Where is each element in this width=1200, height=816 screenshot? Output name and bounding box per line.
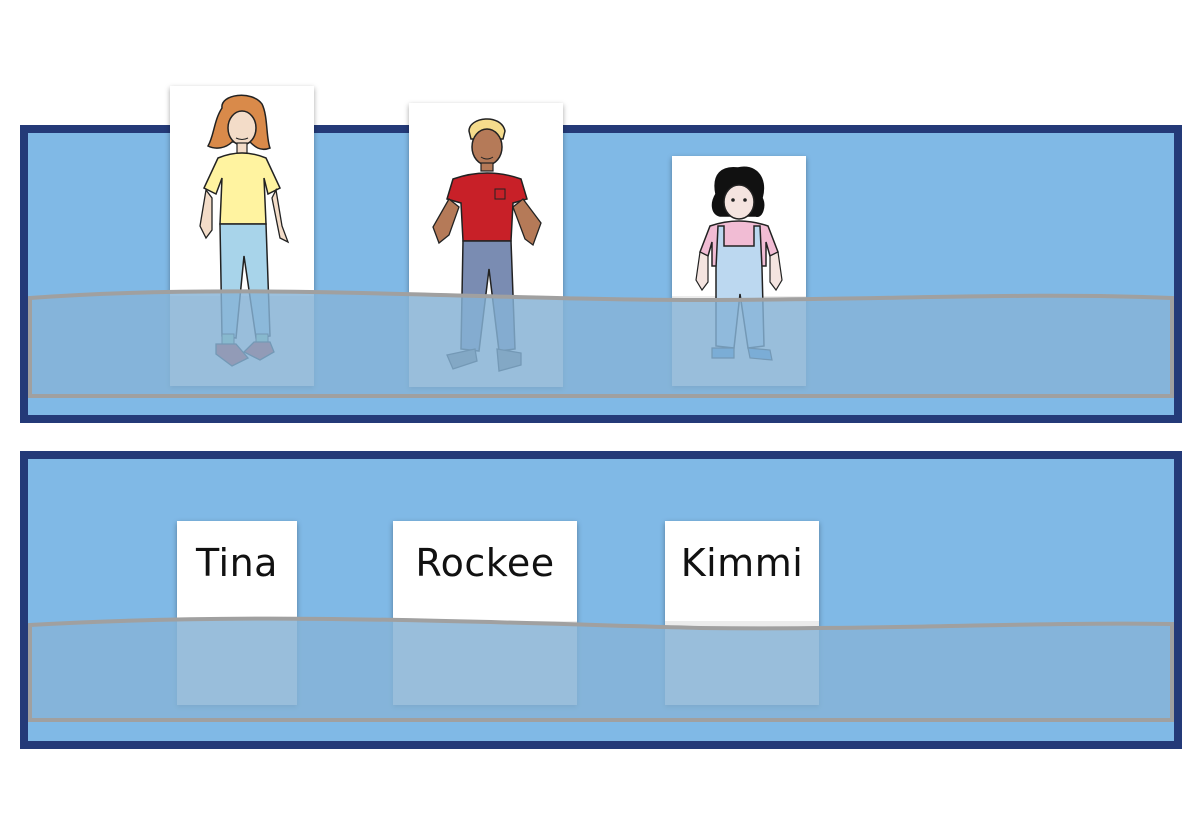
- girl-with-red-hair-figure-icon: [199, 94, 290, 367]
- picture-card-tina[interactable]: [170, 86, 314, 386]
- boy-in-red-shirt-figure-icon: [432, 118, 542, 372]
- name-card-rockee[interactable]: Rockee: [393, 521, 577, 705]
- name-card-label: Kimmi: [680, 541, 804, 585]
- picture-card-rockee[interactable]: [409, 103, 563, 387]
- name-card-tina[interactable]: Tina: [177, 521, 297, 705]
- name-card-label: Rockee: [415, 541, 555, 585]
- toddler-in-overalls-figure-icon: [695, 166, 783, 361]
- name-card-label: Tina: [196, 541, 278, 585]
- picture-card-kimmi[interactable]: [672, 156, 806, 386]
- name-card-kimmi[interactable]: Kimmi: [665, 521, 819, 705]
